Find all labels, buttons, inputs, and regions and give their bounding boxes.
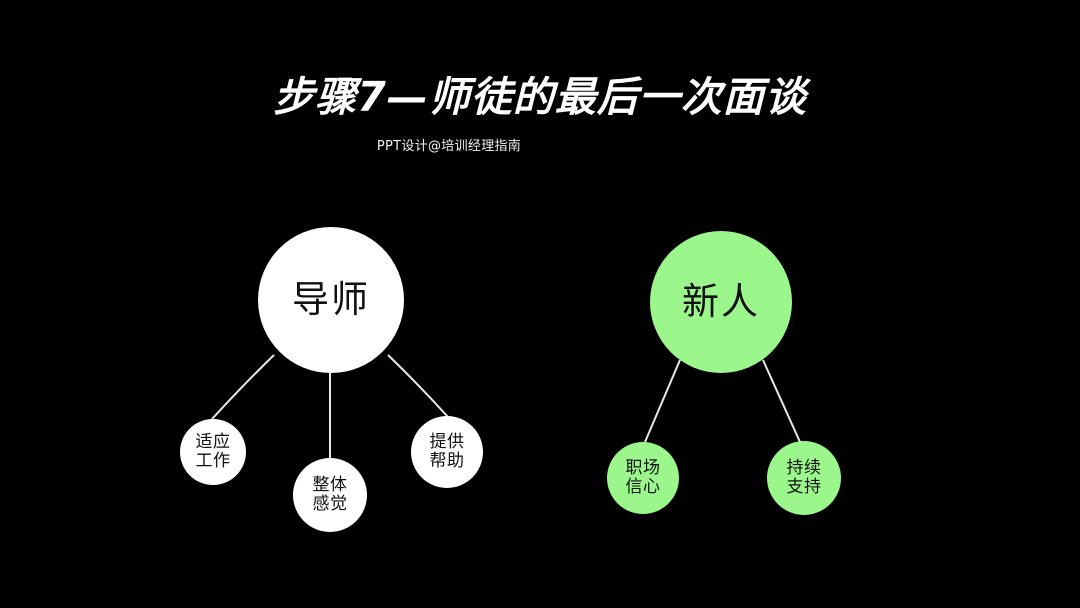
- node-overall-feeling-label: 整体 感觉: [312, 474, 348, 514]
- node-overall-feeling[interactable]: 整体 感觉: [293, 458, 367, 532]
- edge-mentor-to-help: [387, 354, 449, 418]
- node-mentor-hub[interactable]: 导师: [258, 227, 404, 373]
- node-workplace-confidence-label: 职场 信心: [625, 457, 661, 497]
- node-newcomer-hub[interactable]: 新人: [650, 231, 792, 373]
- edge-mentor-to-adapt: [211, 354, 275, 420]
- edge-newcomer-to-confidence: [644, 359, 681, 443]
- node-continuous-support-label: 持续 支持: [786, 457, 822, 497]
- edge-newcomer-to-support: [762, 359, 801, 443]
- node-adapt-to-work-label: 适应 工作: [195, 431, 231, 471]
- page-title: 步骤7—师徒的最后一次面谈: [273, 73, 807, 121]
- node-provide-help[interactable]: 提供 帮助: [411, 416, 483, 488]
- node-newcomer-hub-label: 新人: [682, 280, 760, 324]
- node-continuous-support[interactable]: 持续 支持: [767, 441, 841, 515]
- node-provide-help-label: 提供 帮助: [429, 431, 465, 471]
- node-workplace-confidence[interactable]: 职场 信心: [607, 442, 679, 514]
- node-adapt-to-work[interactable]: 适应 工作: [180, 419, 246, 485]
- page-subtitle: PPT设计@培训经理指南: [376, 139, 522, 154]
- node-mentor-hub-label: 导师: [292, 278, 370, 322]
